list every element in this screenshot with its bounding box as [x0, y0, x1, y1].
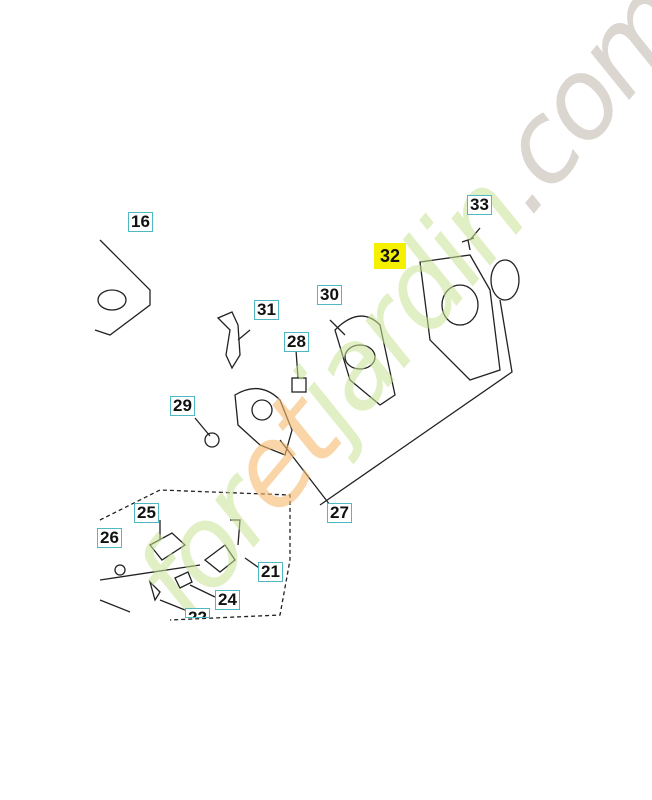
part-label-29: 29 [170, 396, 195, 416]
part-label-26: 26 [97, 528, 122, 548]
part-27-oil-pump [234, 388, 293, 456]
part-26-washer [114, 564, 126, 576]
part-label-27: 27 [327, 503, 352, 523]
part-28-screw [291, 377, 307, 393]
part-31-clip [216, 311, 241, 370]
part-33-screw [461, 237, 475, 251]
part-label-31: 31 [254, 300, 279, 320]
part-label-33: 33 [467, 195, 492, 215]
part-label-24: 24 [215, 590, 240, 610]
part-32-seal [490, 259, 520, 301]
part-30-gasket [334, 315, 396, 406]
part-16-gasket [94, 239, 151, 336]
part-label-30: 30 [317, 285, 342, 305]
part-16-hole [97, 289, 127, 311]
part-32-cover [419, 254, 501, 381]
part-29-washer [204, 432, 220, 448]
part-label-22-clipped: 22 [185, 608, 210, 618]
part-label-21: 21 [258, 562, 283, 582]
part-label-25: 25 [134, 503, 159, 523]
sub-assembly-box [99, 489, 291, 621]
part-24-sleeve [174, 571, 193, 589]
part-21-hose [203, 519, 241, 573]
part-label-16: 16 [128, 212, 153, 232]
part-label-28: 28 [284, 332, 309, 352]
part-25-filter [149, 532, 187, 561]
part-label-32-highlighted: 32 [374, 243, 407, 269]
